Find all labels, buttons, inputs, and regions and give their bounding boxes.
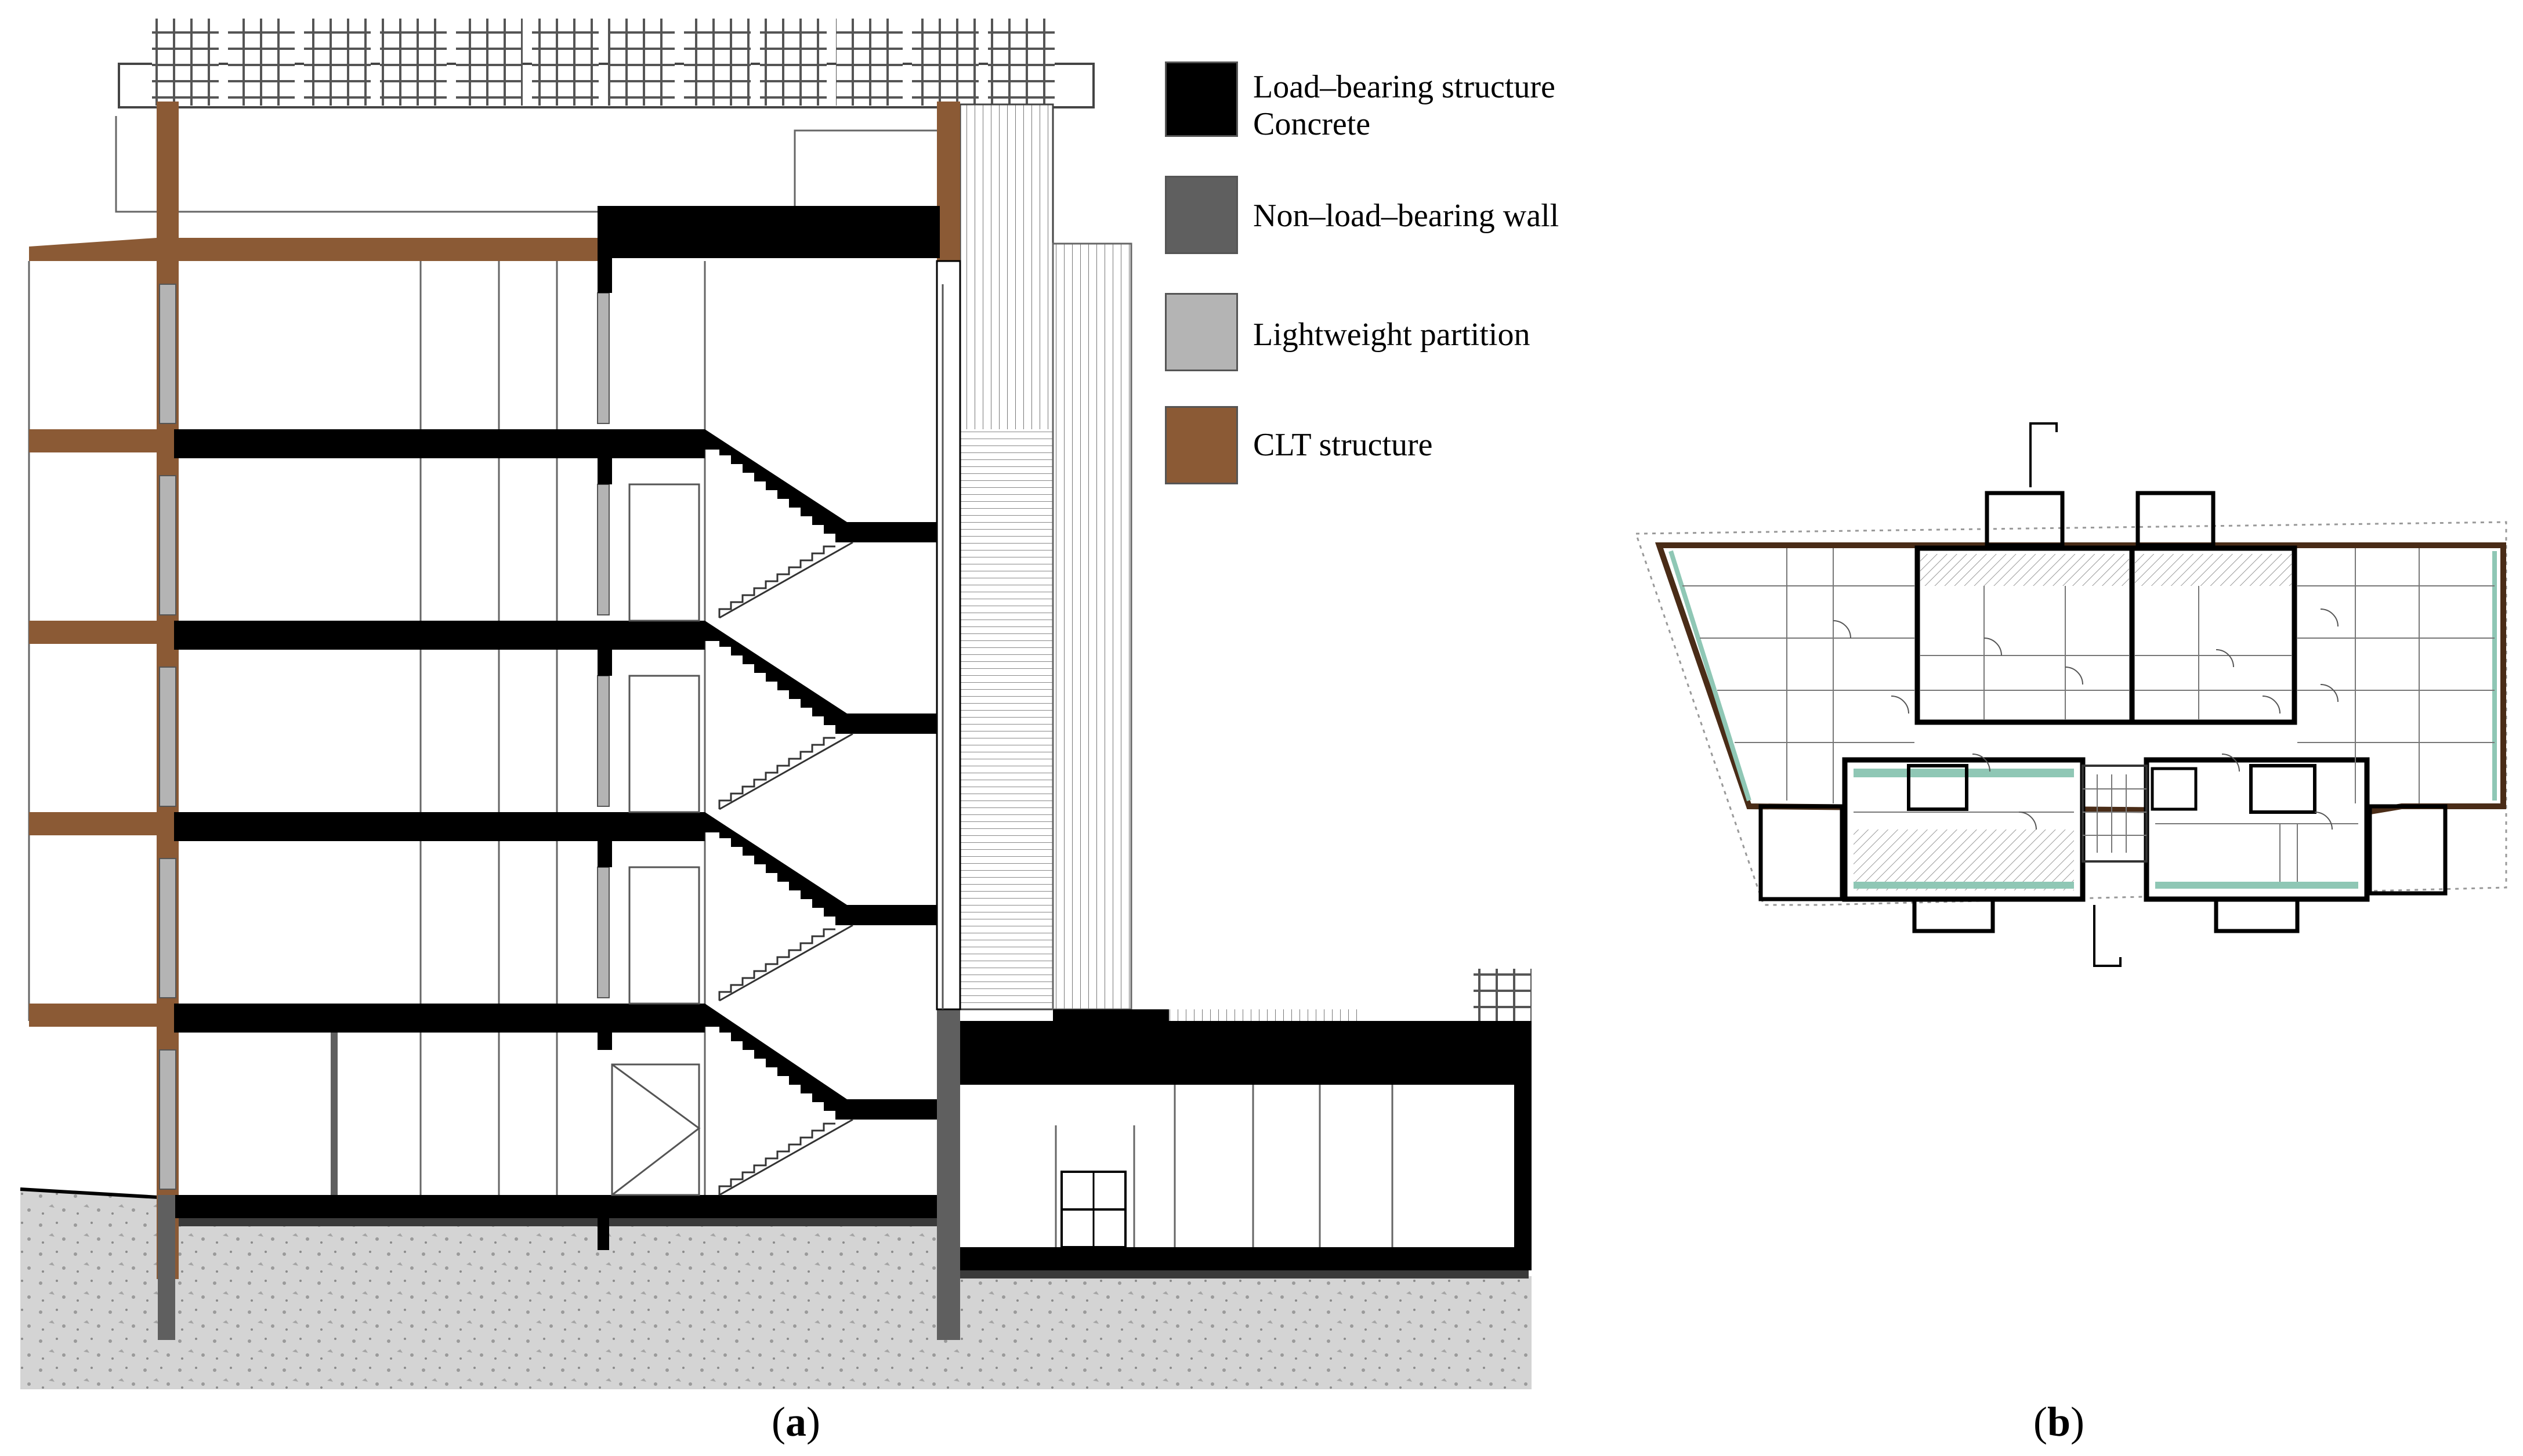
ground-fill-east [951,1276,1532,1389]
solar-panel [304,19,371,106]
balcony [2368,804,2448,896]
solar-panel [152,19,219,106]
concrete-slab-l4 [174,1004,705,1033]
rooftop-solar-panels [118,19,1095,108]
non-load-bearing-walls [158,1009,960,1340]
solar-panel [988,19,1055,106]
floor-plan-interior-lines [1682,548,2495,882]
concrete-roof-slab [598,206,940,258]
solar-panel [532,19,599,106]
legend-swatch-partition [1165,293,1238,371]
solar-panel [684,19,751,106]
solar-panel [912,19,979,106]
caption-panel-a: (a) [772,1398,820,1446]
caption-a-letter: a [785,1399,806,1445]
solar-panel [608,19,675,106]
balcony [2135,491,2216,548]
caption-b-open: ( [2033,1399,2047,1445]
stairs [705,429,847,1120]
stair-core [2082,765,2148,863]
balcony [2214,897,2300,933]
foundation-strip [168,1217,937,1226]
caption-a-open: ( [772,1399,786,1445]
concrete-stair-landing-3 [847,905,937,925]
legend-label-non-load-bearing: Non–load–bearing wall [1253,198,1559,234]
concrete-ground-slab [174,1195,940,1218]
clt-slab-l4 [29,1004,174,1027]
concrete-stair-landing-4 [847,1099,937,1120]
solar-panel [836,19,903,106]
solar-panel [760,19,827,106]
concrete-stair-landing-1 [847,522,937,542]
concrete-column-mid-base [598,1195,609,1250]
solar-panel [456,19,523,106]
caption-b-letter: b [2047,1399,2071,1445]
solar-panel [380,19,447,106]
caption-panel-b: (b) [2033,1398,2084,1446]
concrete-garage-slab [960,1021,1532,1085]
balcony [1985,491,2065,548]
door [628,675,700,813]
concrete-stair-landing-2 [847,713,937,734]
doors [611,483,701,1196]
legend-label-concrete: Load–bearing structure Concrete [1253,68,1555,143]
balcony [1758,804,1844,901]
clt-slab-l1 [29,429,174,452]
concrete-slab-l1 [174,429,705,458]
legend-swatch-non-load-bearing [1165,176,1238,254]
clt-slab-l2 [29,621,174,644]
legend-swatch-concrete [1165,61,1238,137]
concrete-garage-floor [960,1247,1532,1270]
legend-label-line2: Concrete [1253,106,1371,142]
door [628,866,700,1005]
lightweight-partitions [159,284,610,1190]
clt-slab-l3 [29,812,174,835]
garage-interior [1055,1085,1393,1248]
ground [20,1187,1532,1389]
balcony [1912,897,1995,933]
ground-fill [20,1189,951,1389]
floor-plan-walls [1655,491,2506,933]
concrete-slab-l2 [174,621,705,650]
legend-label-line1: Load–bearing structure [1253,69,1555,105]
concrete-garage-column [1514,1021,1532,1265]
legend-label-partition: Lightweight partition [1253,317,1530,353]
door [628,483,700,622]
solar-panel [228,19,295,106]
legend-label-clt: CLT structure [1253,427,1433,463]
caption-b-close: ) [2070,1399,2085,1445]
door [611,1063,700,1196]
concrete-slab-l3 [174,812,705,841]
concrete-structure [174,206,1532,1270]
door-swings [1833,609,2339,830]
legend-swatch-clt [1165,406,1238,484]
caption-a-close: ) [806,1399,820,1445]
section-cut-markers [2029,422,2122,967]
stair-lower-flights [718,541,853,1196]
foundation-strip-east [960,1270,1529,1278]
